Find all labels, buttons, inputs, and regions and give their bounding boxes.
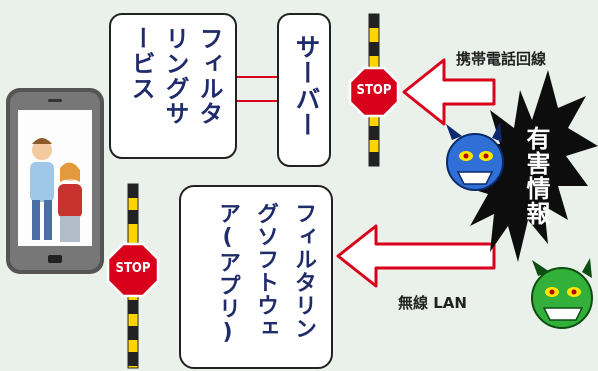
blue-monster-icon [446,122,504,191]
harmful-info-label: 有害情報 [522,126,550,226]
stop-sign-bottom-label: STOP [115,261,151,276]
harmful-info-burst [462,70,598,262]
mobile-network-label: 携帯電話回線 [456,50,547,68]
filtering-software-box [179,185,333,369]
filtering-software-label: フィルタリングソフトウェア(アプリ) [215,202,316,346]
arrow-wireless-lan [336,224,496,288]
stop-sign-icon [106,242,160,298]
people-image [30,138,82,242]
stop-sign-top-label: STOP [356,83,392,98]
server-box [277,13,331,167]
arrow-mobile-network [402,58,496,126]
smartphone-icon [6,88,104,274]
server-label: サーバー [292,34,321,138]
filtering-service-label: フィルタリングサービス [127,26,223,126]
connector-lines [236,76,278,102]
filtering-service-box [109,13,237,159]
green-monster-icon [531,258,593,329]
wireless-lan-label: 無線 LAN [398,294,467,312]
stop-sign-icon [348,66,400,118]
